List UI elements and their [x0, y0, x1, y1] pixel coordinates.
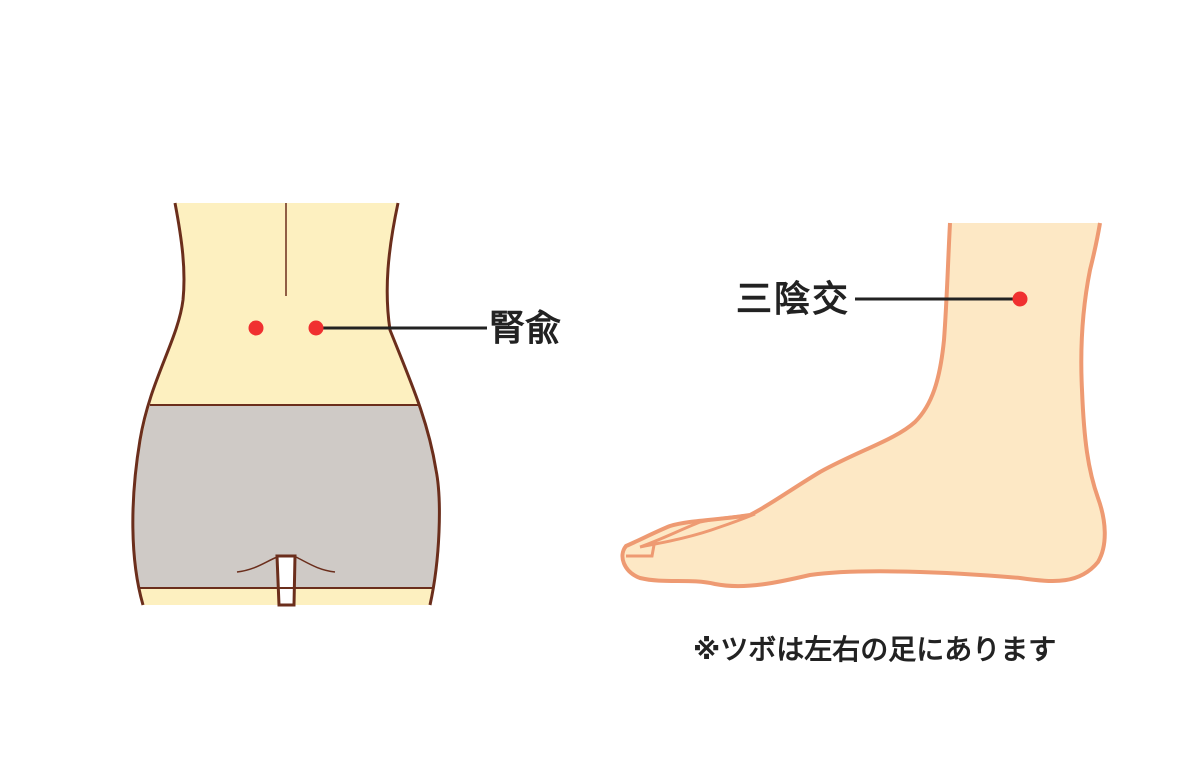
torso-outline-left — [131, 202, 186, 606]
label-jinyu: 腎兪 — [489, 308, 562, 349]
foot-figure — [620, 222, 1107, 589]
back-figure — [131, 202, 487, 607]
shorts — [133, 405, 441, 588]
label-sanyinjiao: 三陰交 — [736, 279, 851, 320]
torso-outline-right — [385, 202, 441, 606]
note-text: ※ツボは左右の足にあります — [693, 633, 1057, 666]
acupoint-left — [248, 320, 264, 336]
acupoint-right — [308, 320, 324, 336]
crotch-gap — [275, 554, 297, 607]
big-toe — [626, 512, 756, 558]
foot — [620, 222, 1107, 589]
shorts-crease — [236, 556, 336, 573]
acupoint-sanyinjiao — [1012, 291, 1028, 307]
